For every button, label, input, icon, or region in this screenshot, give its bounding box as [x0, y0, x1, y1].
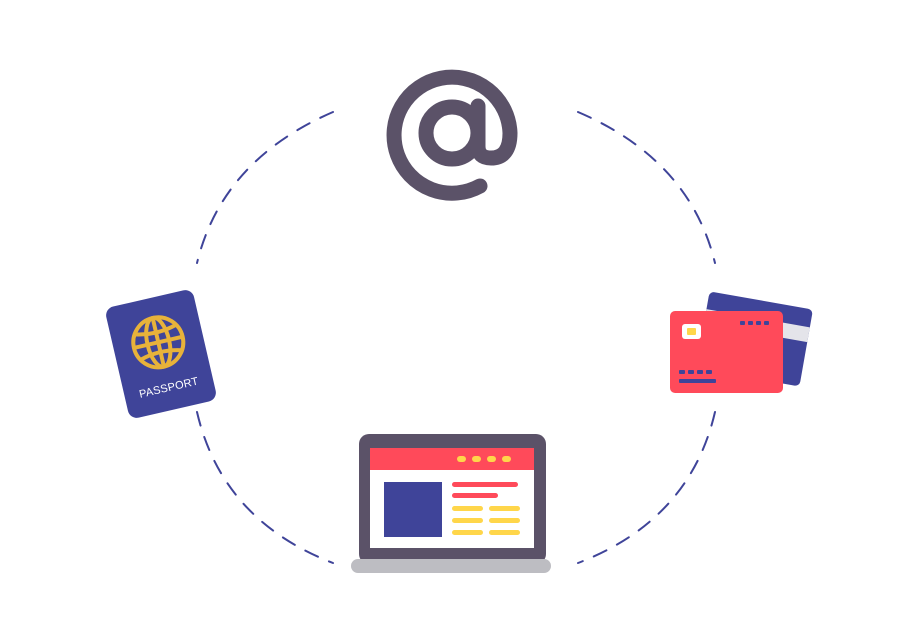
- at-sign-inner-ring: [418, 99, 486, 167]
- browser-header-bar: [370, 448, 534, 470]
- laptop-base: [351, 559, 551, 573]
- dashed-arc-bottom-right: [577, 411, 716, 564]
- passport-icon: PASSPORT: [106, 290, 216, 418]
- dashed-arc-top-left: [196, 111, 334, 264]
- profile-text-lines: [452, 482, 520, 535]
- globe-icon: [131, 315, 186, 370]
- laptop-icon: [351, 434, 551, 573]
- browser-header-dots: [457, 456, 511, 462]
- at-sign-outer-arc: [386, 69, 518, 201]
- dashed-arc-bottom-left: [196, 411, 334, 564]
- front-card: [670, 311, 783, 393]
- profile-image-placeholder: [384, 482, 442, 537]
- credit-cards-icon: [670, 292, 813, 393]
- at-sign-icon: [386, 69, 518, 201]
- card-number-dots: [679, 321, 769, 383]
- dashed-arc-top-right: [577, 111, 716, 264]
- dashed-ring: [196, 111, 716, 564]
